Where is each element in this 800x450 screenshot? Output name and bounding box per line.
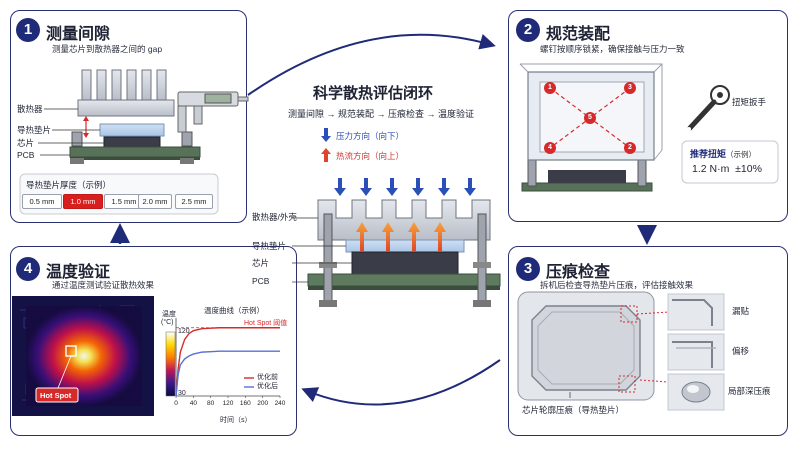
thickness-option-2-5[interactable]: 2.5 mm: [175, 194, 213, 209]
legend-series-after: 优化后: [257, 383, 278, 390]
series-line-1: [175, 350, 280, 397]
defect-missing: 漏贴: [732, 306, 750, 316]
step4-heatmap: [12, 296, 176, 416]
center-title: 科学散热评估闭环: [313, 85, 434, 102]
imprint-caption: 芯片轮廓压痕（导热垫片）: [522, 405, 625, 415]
step4-subtitle: 通过温度测试验证散热效果: [52, 280, 155, 290]
step1-number-badge: 1: [16, 18, 40, 42]
loop-arrow-3-to-4: [301, 359, 501, 406]
center-illustration: [292, 128, 501, 307]
step1-label-chip: 芯片: [17, 138, 35, 148]
center-flow: 测量间隙 → 规范装配 → 压痕检查 → 温度验证: [288, 109, 475, 119]
threshold-label: Hot Spot 阈值: [244, 320, 288, 327]
series-line-0: [175, 327, 280, 397]
step2-number-badge: 2: [516, 18, 540, 42]
center-label-pcb: PCB: [252, 276, 270, 286]
step4-number-badge: 4: [16, 257, 40, 281]
step2-illustration: [519, 63, 730, 192]
screw-2-label: 2: [628, 144, 632, 151]
chart-xlabel: 时间（s）: [220, 417, 252, 424]
screw-4-label: 4: [548, 144, 552, 151]
step1-label-heatsink: 散热器: [17, 104, 43, 114]
loop-arrow-1-to-2: [247, 33, 496, 96]
step3-number-badge: 3: [516, 257, 540, 281]
step2-subtitle: 螺钉按顺序锁紧，确保接触与压力一致: [540, 44, 685, 54]
step1-title: 测量间隙: [46, 26, 111, 43]
caliper-icon: [177, 91, 249, 133]
step1-subtitle: 测量芯片到散热器之间的 gap: [52, 44, 163, 54]
wrench-label: 扭矩扳手: [732, 97, 767, 107]
step1-label-pcb: PCB: [17, 150, 35, 160]
center-label-heatsink: 散热器/外壳: [252, 212, 297, 222]
thickness-option-2-0[interactable]: 2.0 mm: [138, 194, 172, 209]
x-tick-label-0: 0: [174, 400, 178, 407]
thickness-selector-title: 导热垫片厚度（示例）: [26, 180, 112, 190]
hotspot-label: Hot Spot: [40, 391, 72, 400]
defect-offset: 偏移: [732, 346, 750, 356]
legend-pressure: 压力方向（向下）: [336, 131, 405, 141]
center-label-pad: 导热垫片: [252, 241, 287, 251]
torque-title-text: 推荐扭矩: [690, 149, 727, 159]
torque-wrench-icon: [687, 85, 730, 131]
legend-heat: 热流方向（向上）: [336, 151, 405, 161]
thickness-option-1-0[interactable]: 1.0 mm: [63, 194, 103, 209]
colorbar-unit: (°C): [161, 319, 174, 326]
torque-title: 推荐扭矩（示例）: [690, 147, 756, 160]
chart-title: 温度曲线（示例）: [204, 306, 264, 315]
x-tick-label-4: 160: [240, 400, 251, 407]
colorbar-tick-max: 120: [178, 328, 190, 335]
center-label-chip: 芯片: [252, 258, 270, 268]
temperature-chart: 0 40 80 120 160 200 240: [174, 318, 286, 407]
step3-subtitle: 拆机后检查导热垫片压痕，评估接触效果: [540, 280, 694, 290]
colorbar-tick-min: 30: [178, 390, 186, 397]
screw-5-label: 5: [588, 114, 592, 121]
x-tick-label-6: 240: [275, 400, 286, 407]
step3-illustration: [517, 291, 725, 411]
x-tick-label-3: 120: [223, 400, 234, 407]
step3-title: 压痕检查: [546, 264, 611, 281]
screw-3-label: 3: [628, 84, 632, 91]
step1-label-pad: 导热垫片: [17, 125, 52, 135]
step1-illustration: [38, 69, 249, 164]
torque-value: 1.2 N·m ±10%: [692, 163, 762, 175]
step4-title: 温度验证: [46, 264, 111, 281]
colorbar-title: 温度: [162, 311, 176, 318]
x-tick-label-5: 200: [257, 400, 268, 407]
defect-deep-imprint: 局部深压痕: [728, 386, 771, 396]
legend-series-before: 优化前: [257, 374, 278, 381]
thickness-option-0-5[interactable]: 0.5 mm: [22, 194, 62, 209]
x-tick-label-1: 40: [190, 400, 198, 407]
x-tick-label-2: 80: [207, 400, 215, 407]
step2-title: 规范装配: [546, 26, 611, 43]
torque-note: （示例）: [726, 150, 757, 159]
screw-1-label: 1: [548, 84, 552, 91]
